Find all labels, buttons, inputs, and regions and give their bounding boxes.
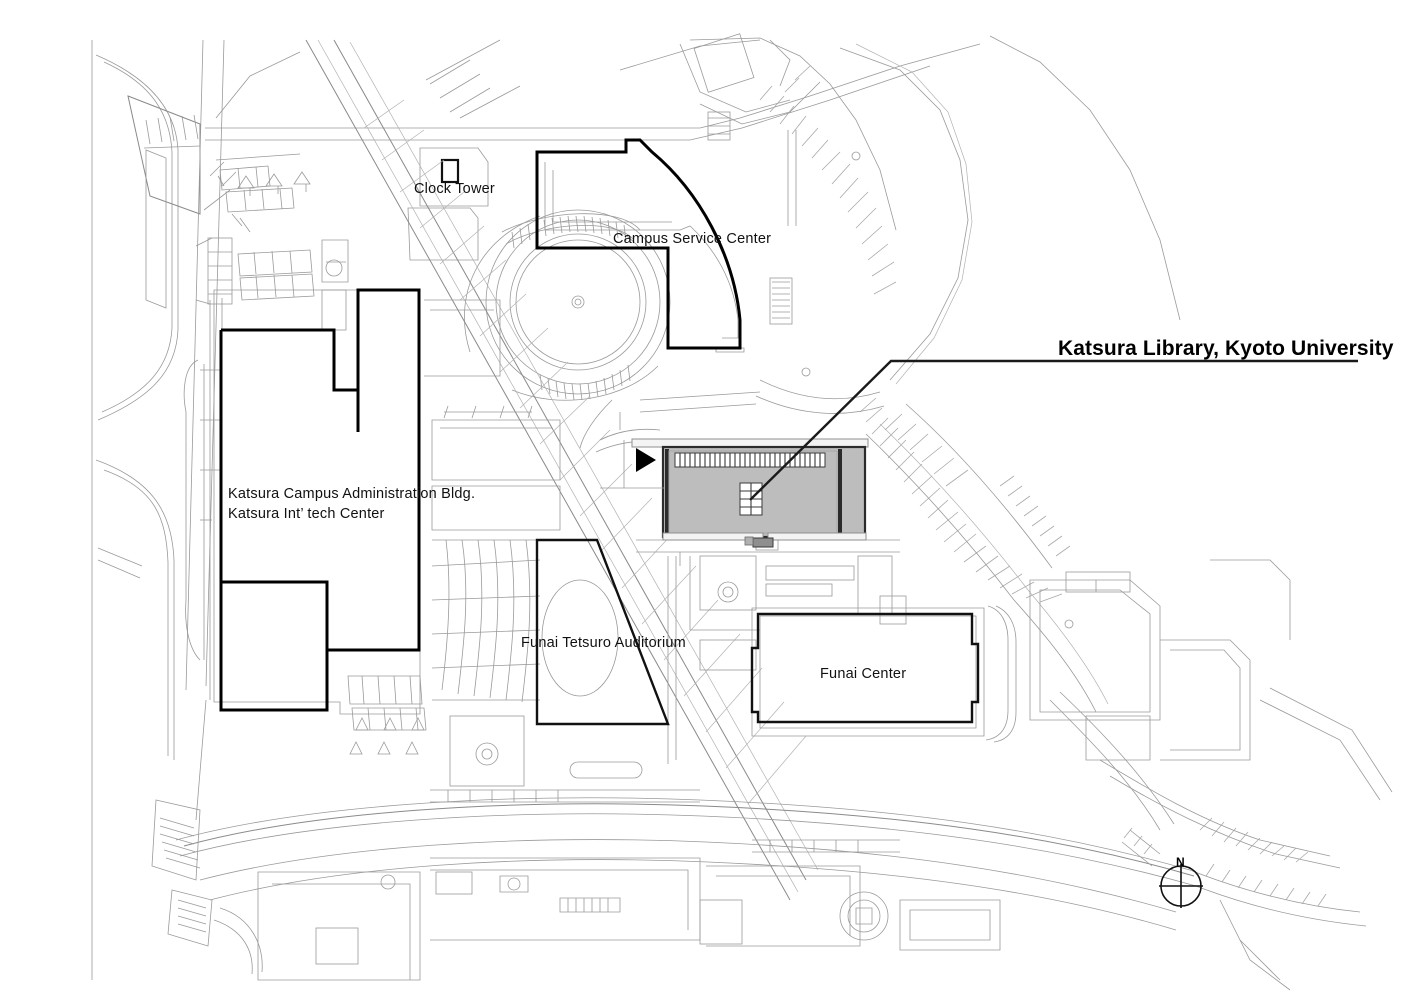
label-campus-service-center: Campus Service Center <box>613 231 771 247</box>
entrance-triangle-icon <box>636 448 656 472</box>
label-administration-bldg: Katsura Campus Administration Bldg. <box>228 486 475 502</box>
label-int-tech-center: Katsura Int’ tech Center <box>228 506 385 522</box>
callout-leader-line <box>749 359 1358 501</box>
base-linework <box>91 33 1393 991</box>
library-stair-ticks <box>674 452 826 468</box>
building-administration[interactable] <box>221 288 421 652</box>
building-campus-service-center[interactable] <box>535 138 742 350</box>
compass-rose: N <box>1159 855 1203 908</box>
compass-north-label: N <box>1176 855 1185 869</box>
label-funai-tetsuro-auditorium: Funai Tetsuro Auditorium <box>521 635 686 651</box>
building-funai-tetsuro-auditorium[interactable] <box>535 538 670 726</box>
label-clock-tower: Clock Tower <box>414 181 495 197</box>
building-funai-center[interactable] <box>750 612 980 724</box>
building-katsura-library[interactable] <box>631 438 869 548</box>
label-funai-center: Funai Center <box>820 666 906 682</box>
page-title: Katsura Library, Kyoto University <box>1058 337 1394 360</box>
